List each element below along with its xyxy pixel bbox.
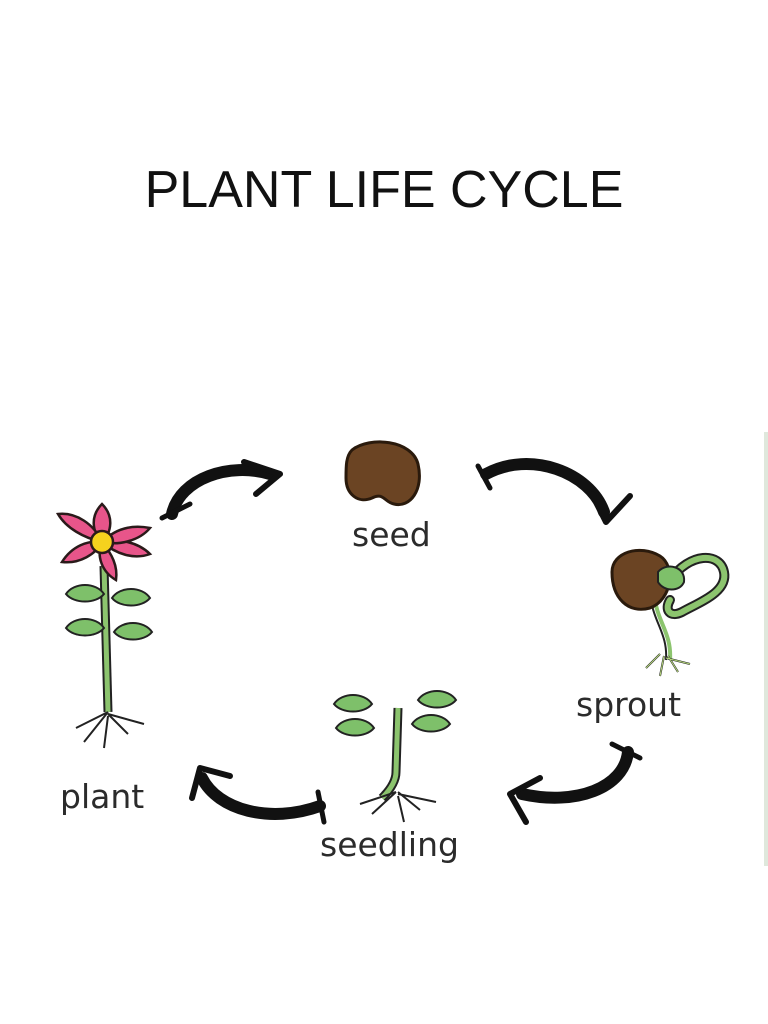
arrow-sprout-to-seedling <box>507 741 643 825</box>
stage-label-sprout: sprout <box>576 685 681 724</box>
sprout-icon <box>610 548 730 677</box>
seed-icon <box>344 440 421 507</box>
arrow-seedling-to-plant <box>189 765 327 825</box>
flower-plant-icon <box>55 502 153 749</box>
stage-label-seedling: seedling <box>320 825 459 864</box>
arrow-seed-to-sprout <box>475 458 633 525</box>
page-title: PLANT LIFE CYCLE <box>144 161 624 219</box>
arrow-plant-to-seed <box>159 459 283 521</box>
life-cycle-diagram: seed sprout seedling <box>0 432 768 866</box>
frame-edge <box>764 432 768 866</box>
seedling-icon <box>333 690 457 823</box>
stage-label-plant: plant <box>60 777 144 816</box>
stage-label-seed: seed <box>352 515 431 554</box>
